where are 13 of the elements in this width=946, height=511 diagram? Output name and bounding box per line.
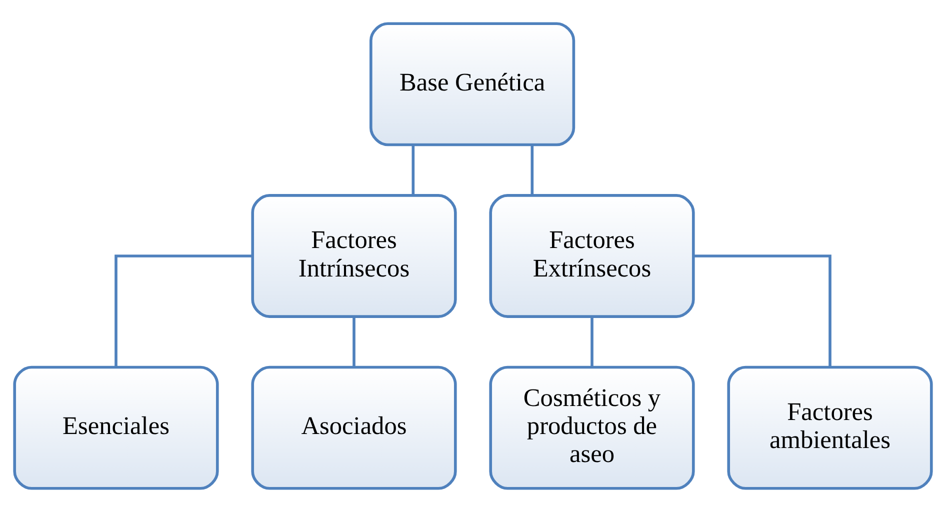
connector — [590, 316, 594, 367]
node-box: Asociados — [251, 365, 457, 490]
node-box: Cosméticos y productos de aseo — [489, 365, 695, 490]
node-box: Factores Extrínsecos — [489, 194, 695, 318]
connector — [352, 316, 356, 367]
connector — [412, 144, 415, 195]
connector — [114, 254, 252, 367]
node-box: Base Genética — [370, 22, 576, 146]
connector — [530, 144, 534, 195]
node-box: Esenciales — [13, 365, 219, 490]
node-box: Factores Intrínsecos — [251, 194, 457, 318]
node-box: Factores ambientales — [727, 365, 933, 490]
connector — [694, 254, 832, 367]
